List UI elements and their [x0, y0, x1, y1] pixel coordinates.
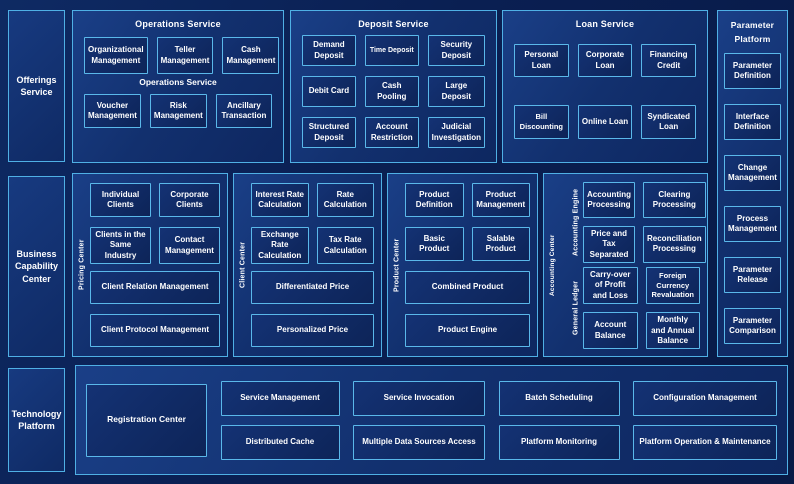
box-online-loan: Online Loan: [577, 105, 633, 139]
box-salable-product: Salable Product: [471, 227, 530, 261]
operations-service-mid-label: Operations Service: [139, 77, 217, 87]
sidebar-technology-platform: Technology Platform: [8, 368, 65, 472]
box-bill-discounting: Bill Discounting: [514, 105, 569, 139]
general-ledger-label: General Ledger: [572, 280, 580, 335]
box-financing-credit: Financing Credit: [641, 44, 696, 77]
box-registration-center: Registration Center: [86, 383, 207, 457]
box-distributed-cache: Distributed Cache: [220, 424, 340, 460]
box-rate-calculation: Rate Calculation: [316, 183, 374, 217]
box-product-definition: Product Definition: [405, 183, 464, 217]
box-price-and-tax-separated: Price and Tax Separated: [583, 225, 635, 263]
box-carry-over-profit-loss: Carry-over of Profit and Loss: [583, 267, 638, 305]
box-structured-deposit: Structured Deposit: [302, 117, 356, 148]
accounting-engine-section: Accounting Engine Accounting Processing …: [570, 182, 706, 263]
box-service-management: Service Management: [220, 380, 340, 416]
box-differentiated-price: Differentiated Price: [251, 271, 374, 304]
parameter-platform-title: Parameter Platform: [730, 20, 775, 44]
loan-service-title: Loan Service: [575, 19, 635, 29]
box-corporate-clients: Corporate Clients: [159, 183, 220, 217]
box-client-relation-management: Client Relation Management: [90, 271, 220, 304]
box-parameter-definition: Parameter Definition: [724, 53, 781, 90]
panel-client-center: Client Center Interest Rate Calculation …: [233, 173, 382, 357]
box-ancillary-transaction: Ancillary Transaction: [215, 94, 272, 128]
panel-deposit-service: Deposit Service Demand Deposit Time Depo…: [290, 10, 497, 163]
accounting-center-label: Accounting Center: [549, 234, 556, 296]
box-organizational-management: Organizational Management: [84, 37, 148, 74]
box-exchange-rate-calculation: Exchange Rate Calculation: [251, 227, 309, 265]
box-client-protocol-management: Client Protocol Management: [90, 314, 220, 347]
box-interest-rate-calculation: Interest Rate Calculation: [251, 183, 309, 217]
box-multiple-data-sources-access: Multiple Data Sources Access: [353, 424, 485, 460]
box-corporate-loan: Corporate Loan: [577, 44, 633, 77]
box-personal-loan: Personal Loan: [514, 44, 569, 77]
box-demand-deposit: Demand Deposit: [302, 35, 356, 66]
box-cash-pooling: Cash Pooling: [364, 76, 419, 107]
box-product-engine: Product Engine: [405, 314, 530, 347]
box-clients-same-industry: Clients in the Same Industry: [90, 227, 151, 265]
panel-operations-service: Operations Service Organizational Manage…: [72, 10, 284, 163]
box-time-deposit: Time Deposit: [364, 35, 419, 66]
box-debit-card: Debit Card: [302, 76, 356, 107]
box-security-deposit: Security Deposit: [427, 35, 485, 66]
box-cash-management: Cash Management: [222, 37, 280, 74]
box-change-management: Change Management: [724, 155, 781, 192]
panel-pricing-center: Pricing Center Individual Clients Corpor…: [72, 173, 228, 357]
box-process-management: Process Management: [724, 206, 781, 243]
box-individual-clients: Individual Clients: [90, 183, 151, 217]
box-service-invocation: Service Invocation: [353, 380, 485, 416]
panel-accounting-center: Accounting Center Accounting Engine Acco…: [543, 173, 708, 357]
box-interface-definition: Interface Definition: [724, 104, 781, 141]
general-ledger-section: General Ledger Carry-over of Profit and …: [570, 267, 700, 350]
box-reconciliation-processing: Reconciliation Processing: [643, 225, 706, 263]
pricing-center-label: Pricing Center: [78, 239, 86, 291]
box-product-management: Product Management: [471, 183, 530, 217]
sidebar-offerings-service: Offerings Service: [8, 10, 65, 162]
box-contact-management: Contact Management: [159, 227, 220, 265]
box-foreign-currency-revaluation: Foreign Currency Revaluation: [645, 267, 700, 305]
box-platform-operation-maintenance: Platform Operation & Maintenance: [633, 424, 777, 460]
box-personalized-price: Personalized Price: [251, 314, 374, 347]
box-syndicated-loan: Syndicated Loan: [641, 105, 696, 139]
operations-service-title: Operations Service: [135, 19, 221, 29]
box-judicial-investigation: Judicial Investigation: [427, 117, 485, 148]
panel-technology-platform: Registration Center Service Management D…: [75, 365, 788, 475]
box-basic-product: Basic Product: [405, 227, 464, 261]
product-center-label: Product Center: [393, 238, 401, 292]
panel-product-center: Product Center Product Definition Produc…: [387, 173, 538, 357]
client-center-label: Client Center: [239, 241, 247, 289]
box-account-balance: Account Balance: [583, 312, 638, 350]
box-account-restriction: Account Restriction: [364, 117, 419, 148]
box-parameter-release: Parameter Release: [724, 257, 781, 294]
box-clearing-processing: Clearing Processing: [643, 182, 706, 218]
box-voucher-management: Voucher Management: [84, 94, 141, 128]
box-accounting-processing: Accounting Processing: [583, 182, 635, 218]
deposit-service-title: Deposit Service: [358, 19, 429, 29]
box-platform-monitoring: Platform Monitoring: [498, 424, 620, 460]
box-teller-management: Teller Management: [156, 37, 214, 74]
panel-parameter-platform: Parameter Platform Parameter Definition …: [717, 10, 788, 357]
box-large-deposit: Large Deposit: [427, 76, 485, 107]
accounting-engine-label: Accounting Engine: [572, 188, 580, 257]
panel-loan-service: Loan Service Personal Loan Corporate Loa…: [502, 10, 708, 163]
box-monthly-annual-balance: Monthly and Annual Balance: [645, 312, 700, 350]
sidebar-business-capability-center: Business Capability Center: [8, 176, 65, 357]
box-combined-product: Combined Product: [405, 271, 530, 304]
box-configuration-management: Configuration Management: [633, 380, 777, 416]
box-batch-scheduling: Batch Scheduling: [498, 380, 620, 416]
box-tax-rate-calculation: Tax Rate Calculation: [316, 227, 374, 265]
box-risk-management: Risk Management: [149, 94, 207, 128]
box-parameter-comparison: Parameter Comparison: [724, 308, 781, 345]
